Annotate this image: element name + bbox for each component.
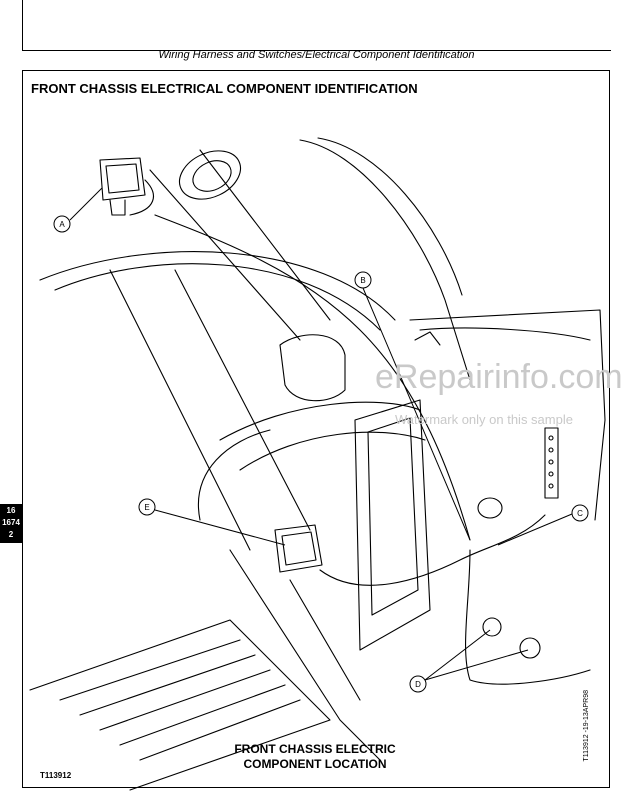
step-grate-4 [119, 684, 286, 746]
step-grate-5 [139, 699, 301, 761]
section-title: FRONT CHASSIS ELECTRICAL COMPONENT IDENT… [31, 81, 418, 96]
tab-line-2: 1674 [2, 518, 20, 527]
wire-harness-drop [465, 549, 591, 685]
step-outline [29, 619, 331, 791]
fender-curve [54, 263, 381, 331]
fender-curve-2 [39, 251, 396, 321]
horn-1 [482, 617, 502, 637]
step-grate-3 [99, 669, 271, 731]
rear-wall [409, 309, 606, 521]
tab-line-1: 16 [6, 506, 16, 515]
horn-2 [519, 637, 541, 659]
work-light-a-lens [105, 163, 140, 194]
callout-b: B [354, 271, 471, 541]
boom-right [199, 149, 331, 321]
svg-text:C: C [577, 509, 583, 518]
callout-e: E [138, 498, 286, 546]
lower-frame-2 [174, 269, 311, 531]
work-light-e [274, 524, 323, 573]
header-horizontal-rule [22, 50, 611, 51]
frame-side-2 [289, 579, 361, 701]
cab-roof-line [299, 139, 471, 381]
running-header: Wiring Harness and Switches/Electrical C… [158, 49, 475, 61]
rear-wall-inner [419, 327, 591, 341]
figure-side-code: T113912 -19-13APR98 [583, 690, 590, 762]
header-vertical-rule [22, 0, 23, 50]
watermark-site: eRepairinfo.com [375, 358, 623, 396]
callout-c: C [497, 504, 589, 546]
tab-line-3: 2 [8, 530, 14, 539]
step-grate-1 [59, 639, 241, 701]
frame-side [229, 549, 381, 761]
wire-harness-main [154, 214, 471, 541]
cylinder-end [178, 150, 242, 200]
work-light-a-mount [109, 199, 126, 216]
svg-text:B: B [360, 276, 365, 285]
cross-beam-2 [239, 431, 426, 471]
switch-body [477, 497, 503, 519]
figure-id: T113912 [40, 771, 72, 780]
svg-text:D: D [415, 680, 421, 689]
bracket-top [414, 331, 441, 346]
fuse-strip-dot-1 [548, 435, 554, 441]
figure-caption-line-2: COMPONENT LOCATION [243, 757, 387, 771]
work-light-a-wire [129, 179, 154, 216]
door-frame [354, 399, 431, 651]
fuse-strip-dot-2 [548, 447, 554, 453]
fender-skirt [197, 429, 271, 521]
work-light-e-lens [281, 531, 317, 566]
callout-a: A [53, 187, 103, 233]
cylinder-end-inner [192, 160, 232, 192]
figure-caption-line-1: FRONT CHASSIS ELECTRIC [234, 742, 396, 756]
door-frame-inner [367, 417, 419, 616]
svg-text:E: E [144, 503, 149, 512]
fuse-strip-dot-5 [548, 483, 554, 489]
page-tab: 16 1674 2 [0, 504, 22, 543]
lower-frame-1 [109, 269, 251, 551]
watermark-note: Watermark only on this sample [395, 412, 573, 427]
fuse-strip-dot-4 [548, 471, 554, 477]
cylinder-collar [279, 334, 346, 402]
svg-text:A: A [59, 220, 65, 229]
step-grate-2 [79, 654, 256, 716]
wire-harness-lower [319, 514, 546, 586]
fuse-strip-dot-3 [548, 459, 554, 465]
figure-frame [22, 70, 610, 788]
cab-roof-line-2 [317, 137, 463, 296]
boom-left [149, 169, 301, 341]
fuse-strip [544, 427, 559, 499]
work-light-a [99, 157, 146, 201]
callout-d: D [409, 629, 529, 693]
